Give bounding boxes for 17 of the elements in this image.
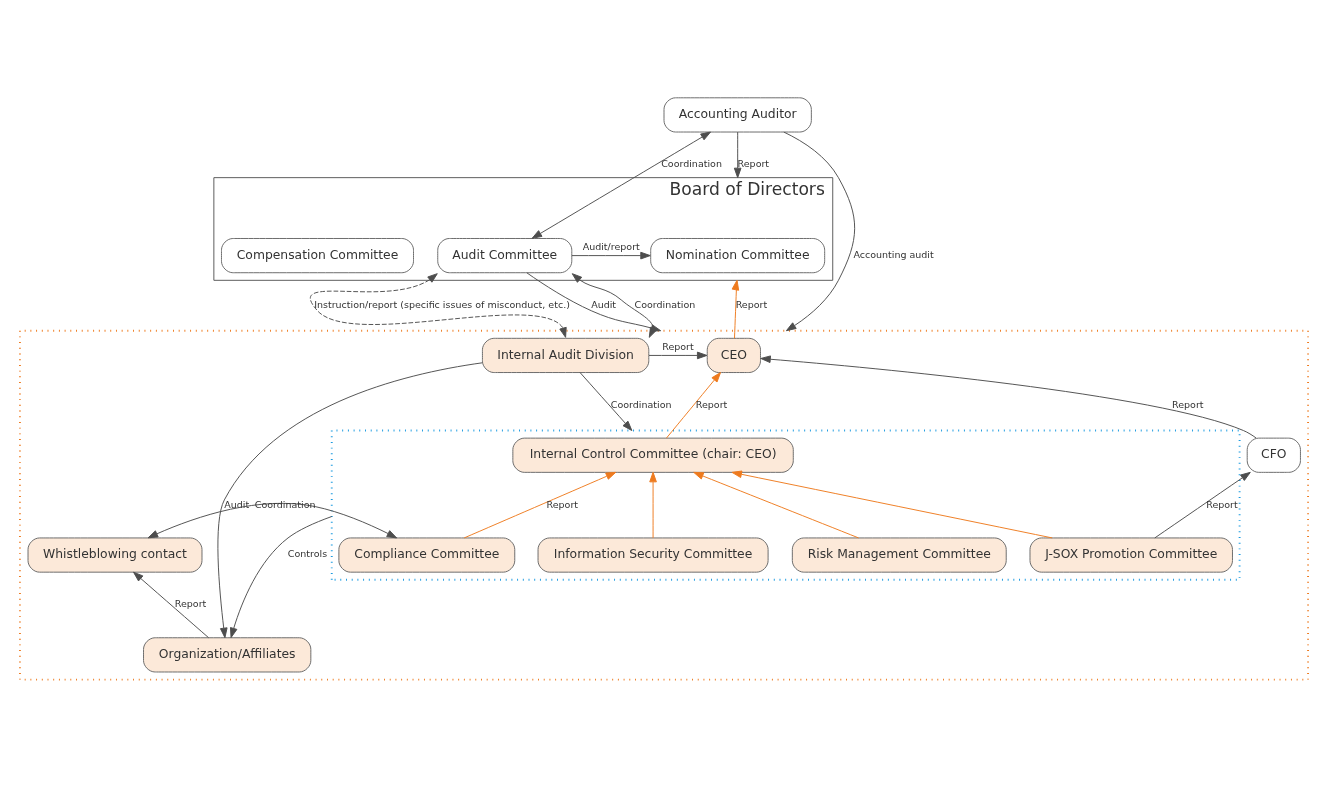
edge-label: Coordination [634, 298, 696, 310]
edge-label: Coordination [610, 398, 672, 410]
edge-label: Report [1206, 498, 1238, 510]
edge-label: Report [174, 598, 207, 610]
edge-label: Report [735, 298, 768, 310]
edge-label: Instruction/report (specific issues of misconduct, etc.) [314, 298, 570, 310]
edge-label: Accounting audit [853, 248, 934, 260]
edge-label: Coordination [661, 158, 722, 170]
edge-label: Audit/report [582, 240, 640, 252]
edge-label: Report [737, 158, 770, 170]
edge-label: Audit [591, 298, 617, 310]
edge-label: Controls [287, 548, 328, 560]
edge-label: Report [662, 340, 694, 352]
edge-label: Report [1172, 398, 1204, 410]
edge-label: Report [695, 398, 728, 410]
edge-label: Audit [224, 498, 250, 510]
edge-label: Report [546, 498, 579, 510]
